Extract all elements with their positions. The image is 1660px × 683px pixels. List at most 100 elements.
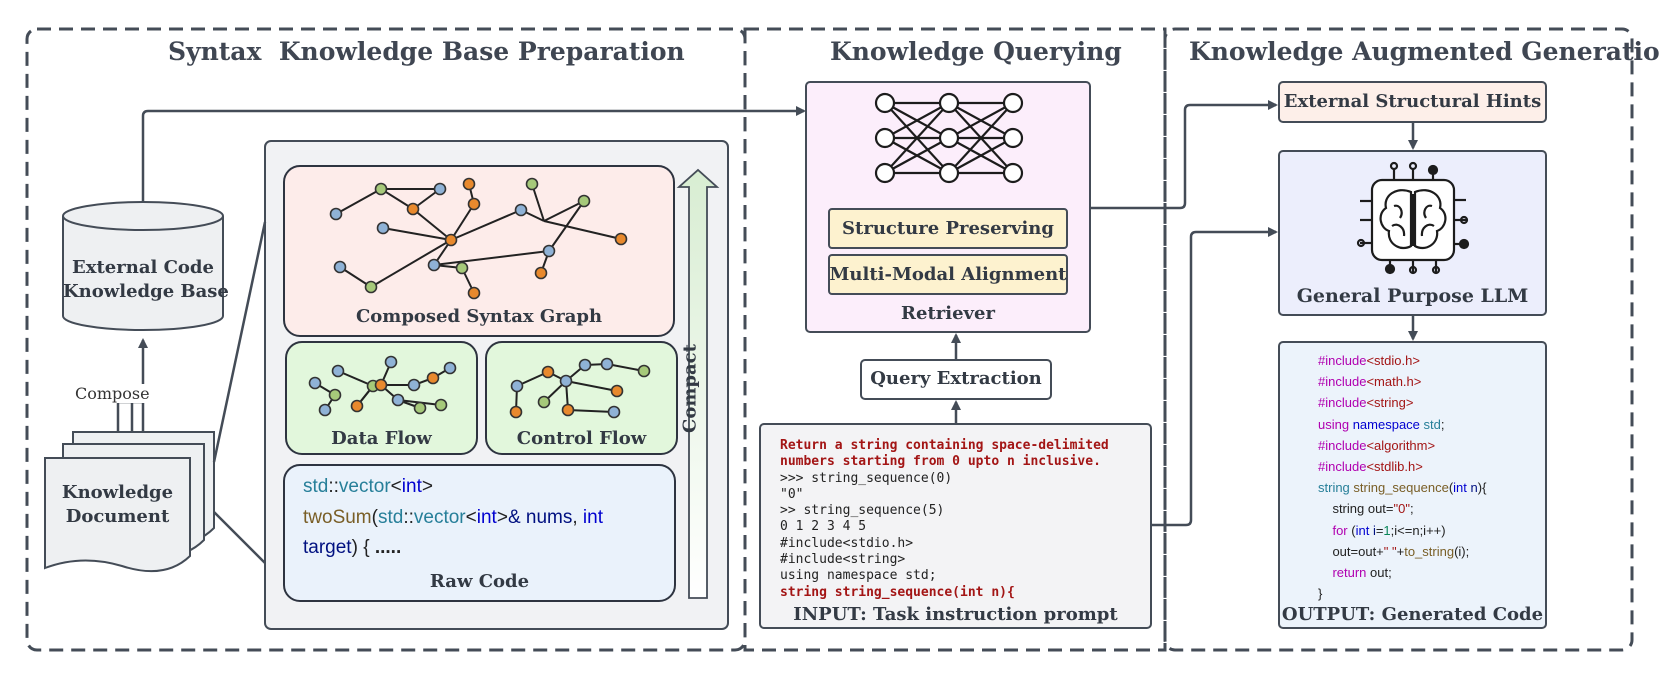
graph-node	[514, 203, 528, 217]
graph-node	[534, 266, 548, 280]
graph-node	[537, 395, 551, 409]
code-token: >	[421, 476, 433, 497]
code-line: for (int i=1;i<=n;i++)	[1318, 520, 1486, 541]
code-token: #include	[1318, 437, 1367, 453]
brain-chip-icon	[1356, 161, 1470, 275]
input-to-llm-arrow	[1151, 227, 1278, 527]
code-token: (i);	[1454, 543, 1470, 559]
code-token: <	[465, 506, 477, 528]
code-token: target	[303, 537, 352, 558]
code-token: to_string	[1404, 543, 1455, 559]
output-box	[1278, 341, 1547, 629]
prompt-line: Return a string containing space-delimit…	[780, 438, 1109, 453]
graph-node	[607, 405, 621, 419]
graph-node	[376, 221, 390, 235]
code-token: vector	[338, 476, 391, 497]
graph-node	[467, 286, 481, 300]
output-label: OUTPUT: Generated Code	[1281, 604, 1544, 625]
compose-label: Compose	[74, 384, 151, 403]
prompt-line: numbers starting from 0 upto n inclusive…	[780, 454, 1101, 470]
graph-node	[542, 244, 556, 258]
section-title-query: Knowledge Querying	[830, 37, 1122, 66]
code-token: #include	[1318, 353, 1367, 368]
code-token: out;	[1370, 565, 1392, 581]
code-token: "0"	[1393, 501, 1410, 517]
code-token: ) {	[351, 537, 375, 558]
graph-node	[350, 399, 364, 413]
code-token: namespace	[1352, 416, 1424, 432]
code-token: int	[401, 476, 422, 497]
code-line: #include<math.h>	[1318, 371, 1486, 392]
doc-label-line2: Document	[65, 506, 170, 527]
graph-node	[578, 358, 592, 372]
knowledge-base-label: External Code Knowledge Base	[63, 256, 229, 304]
code-token: >	[496, 506, 508, 528]
raw-code-text: std::vector<int>twoSum(std::vector<int>&…	[303, 472, 603, 564]
graph-node	[328, 388, 342, 402]
code-token: (	[371, 506, 378, 528]
kb-to-retriever-arrow	[141, 106, 806, 202]
graph-node	[364, 280, 378, 294]
graph-node	[391, 393, 405, 407]
graph-node	[433, 182, 447, 196]
section-title-gen: Knowledge Augmented Generation	[1189, 37, 1660, 66]
code-token: <math.h>	[1366, 374, 1422, 390]
code-token: (	[1448, 480, 1454, 496]
structure-preserving-label: Structure Preserving	[842, 218, 1054, 239]
code-token: <	[390, 476, 402, 497]
raw-code-label: Raw Code	[429, 571, 530, 592]
code-token: & nums	[507, 506, 573, 528]
graph-node	[329, 207, 343, 221]
code-token: for	[1332, 522, 1352, 538]
section-title-prep: Syntax Knowledge Base Preparation	[168, 37, 685, 66]
code-token: #include	[1318, 395, 1367, 411]
code-token: #include	[1318, 459, 1367, 475]
multimodal-alignment-label: Multi-Modal Alignment	[829, 264, 1067, 285]
code-token: string	[1318, 480, 1354, 496]
code-token: out=out+	[1318, 543, 1384, 559]
control-flow-box	[485, 341, 678, 455]
code-token: <algorithm>	[1366, 437, 1436, 453]
code-token: ::	[328, 476, 339, 497]
prompt-line: using namespace std;	[780, 568, 937, 584]
code-token: (	[1351, 522, 1356, 538]
code-line: out=out+" "+to_string(i);	[1318, 541, 1486, 562]
control-flow-label: Control Flow	[516, 428, 647, 449]
graph-node	[406, 202, 420, 216]
code-line: #include<algorithm>	[1318, 435, 1486, 456]
doc-to-panel-line-top	[212, 221, 267, 463]
graph-node	[510, 379, 524, 393]
raw-code-box	[283, 464, 676, 602]
code-line: #include<stdio.h>	[1318, 350, 1486, 371]
query-extraction-label: Query Extraction	[870, 368, 1042, 389]
code-token: twoSum	[303, 506, 372, 528]
prompt-line: #include<string>	[780, 552, 906, 568]
code-line: }	[1318, 583, 1486, 604]
code-token: int	[582, 506, 603, 528]
retriever-to-hints-arrow	[1090, 100, 1278, 210]
code-token: <stdio.h>	[1366, 353, 1420, 368]
data-flow-nodes	[308, 355, 457, 417]
generated-code-text: #include<stdio.h>#include<math.h>#includ…	[1318, 350, 1486, 604]
code-line: string out="0";	[1318, 498, 1486, 519]
code-line: target) { .....	[303, 533, 603, 564]
code-token: ;	[1440, 416, 1445, 432]
code-token: <string>	[1366, 395, 1414, 411]
graph-node	[434, 398, 448, 412]
code-line: twoSum(std::vector<int>& nums, int	[303, 503, 603, 534]
code-token: int	[1453, 480, 1471, 496]
graph-node	[462, 177, 476, 191]
graph-node	[427, 258, 441, 272]
code-token: return	[1332, 565, 1371, 581]
code-token: ;	[1409, 501, 1414, 517]
graph-node	[561, 403, 575, 417]
code-token: =	[1375, 522, 1384, 538]
graph-node	[509, 405, 523, 419]
prompt-line: string string_sequence(int n){	[780, 584, 1015, 600]
graph-node	[331, 364, 345, 378]
code-line: std::vector<int>	[303, 472, 603, 503]
composed-syntax-graph-box	[283, 165, 675, 337]
graph-node	[443, 361, 457, 375]
multimodal-alignment-box	[828, 254, 1068, 295]
code-line: return out;	[1318, 562, 1486, 583]
